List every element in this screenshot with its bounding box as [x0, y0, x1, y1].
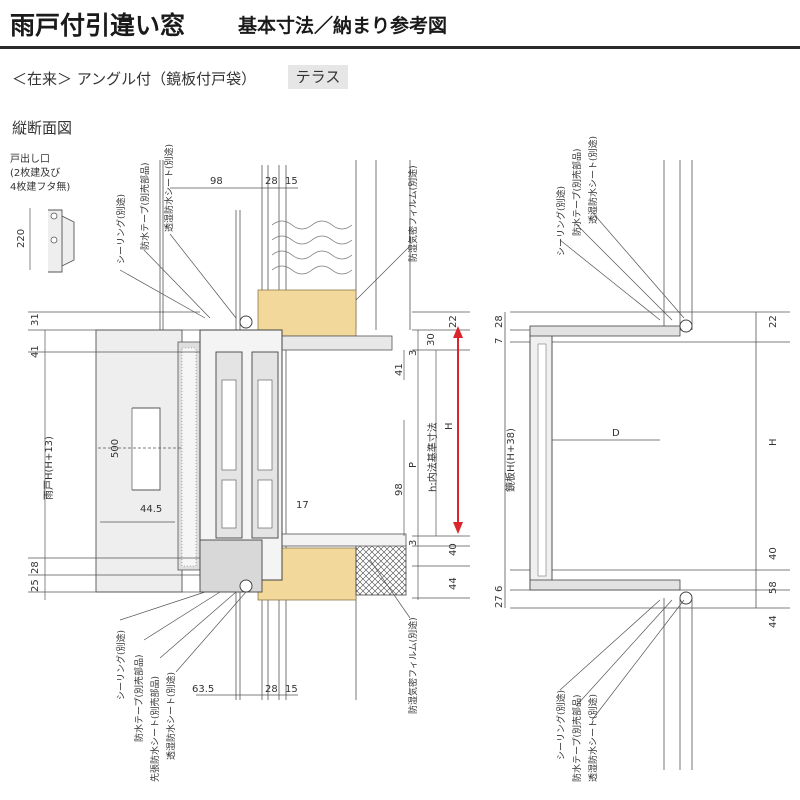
callout-sealing-top: シーリング(別途): [115, 194, 127, 264]
callout-film-bottom: 防湿気密フィルム(別途): [407, 617, 419, 714]
title-bar: 雨戸付引違い窓 基本寸法／納まり参考図: [0, 0, 800, 49]
r-dim-7: 7: [494, 338, 505, 344]
floor-board: [281, 533, 407, 547]
r-callout-sealing-top: シーリング(別途): [555, 186, 567, 256]
dim-left-31: 31: [30, 313, 41, 326]
head-casing: [281, 335, 393, 351]
dim-right-3b: 3: [408, 540, 419, 546]
section-label: 縦断面図: [12, 119, 73, 137]
sill-frame: [199, 539, 263, 593]
callout-sheet-top: 透湿防水シート(別途): [163, 144, 175, 232]
r-dim-6: 6: [494, 586, 505, 592]
seal-top: [239, 315, 253, 329]
right-head-rail: [529, 325, 681, 337]
dim-right-30: 30: [426, 333, 437, 346]
shutter-box-speckle: [181, 347, 197, 567]
header-beam: [257, 289, 357, 337]
outlet-handle-bottom: [132, 407, 161, 491]
r-callout-tape-bottom: 防水テープ(別売部品): [571, 695, 583, 782]
dim-left-41: 41: [30, 345, 41, 358]
label-H-left: H: [444, 422, 455, 430]
dim-right-17: 17: [296, 500, 309, 511]
variant-tag: テラス: [288, 65, 348, 89]
page-subtitle: 基本寸法／納まり参考図: [238, 15, 448, 37]
r-callout-sheet-top: 透湿防水シート(別途): [587, 136, 599, 224]
callout-tape-top: 防水テープ(別売部品): [139, 163, 151, 250]
dim-44-5: 44.5: [140, 504, 162, 515]
seal-bottom: [239, 579, 253, 593]
floor-hatch: [355, 544, 407, 596]
dim-right-41: 41: [394, 363, 405, 376]
dim-right-44: 44: [448, 577, 459, 590]
door-height-label: 雨戸H(H+13): [43, 436, 55, 500]
callout-tape-bottom: 防水テープ(別売部品): [133, 655, 145, 742]
r-dim-44: 44: [768, 615, 779, 628]
dim-right-22: 22: [448, 315, 459, 328]
r-callout-sealing-bottom: シーリング(別途): [555, 690, 567, 760]
right-sill-rail: [529, 579, 681, 591]
right-seal-bottom: [679, 591, 693, 605]
label-D: D: [612, 428, 620, 439]
dim-top-28: 28: [265, 176, 278, 187]
callout-film-top: 防湿気密フィルム(別途): [407, 165, 419, 262]
dim-left-25: 25: [30, 579, 41, 592]
dim-right-40: 40: [448, 543, 459, 556]
outlet-note-line3: 4枚建フタ無): [10, 180, 70, 193]
dim-bottom-28: 28: [265, 684, 278, 695]
label-H-right: H: [768, 438, 779, 446]
r-callout-tape-top: 防水テープ(別売部品): [571, 149, 583, 236]
callout-sheet-bottom: 透湿防水シート(別途): [165, 672, 177, 760]
dim-top-15: 15: [285, 176, 298, 187]
dim-500: 500: [110, 439, 121, 458]
dim-right-3a: 3: [408, 350, 419, 356]
right-panel-inner: [537, 343, 547, 577]
label-P: P: [408, 462, 419, 468]
dim-right-98: 98: [394, 483, 405, 496]
callout-sealing-bottom: シーリング(別途): [115, 630, 127, 700]
dim-bottom-63-5: 63.5: [192, 684, 214, 695]
r-dim-40: 40: [768, 547, 779, 560]
page-title: 雨戸付引違い窓: [10, 11, 186, 40]
panel-height-label: 鏡板H(H+38): [504, 428, 517, 492]
r-dim-22: 22: [768, 315, 779, 328]
right-seal-top: [679, 319, 693, 333]
dim-left-28: 28: [30, 561, 41, 574]
r-callout-sheet-bottom: 透湿防水シート(別途): [587, 694, 599, 782]
outlet-note-line1: 戸出し口: [10, 152, 50, 165]
dim-top-98: 98: [210, 176, 223, 187]
r-dim-28: 28: [494, 315, 505, 328]
outlet-detail: [48, 209, 75, 273]
dim-220: 220: [16, 229, 27, 248]
label-h: h:内法基準寸法: [426, 422, 439, 492]
r-dim-58: 58: [768, 581, 779, 594]
callout-presheet-bottom: 先張防水シート(別売部品): [149, 676, 161, 782]
dim-bottom-15: 15: [285, 684, 298, 695]
r-dim-27: 27: [494, 595, 505, 608]
variant-label: ＜在来＞ アングル付（鏡板付戸袋）: [12, 70, 257, 88]
outlet-note-line2: (2枚建及び: [10, 166, 60, 179]
title-rule: [0, 46, 800, 49]
